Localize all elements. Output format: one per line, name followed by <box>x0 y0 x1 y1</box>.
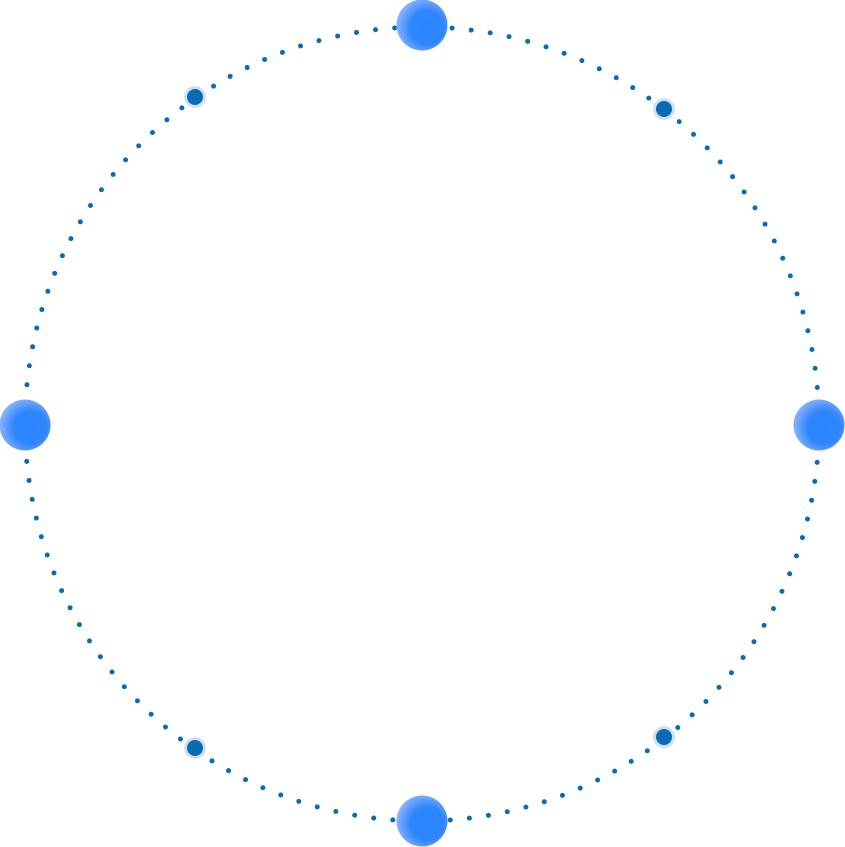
major-node-top <box>396 0 448 51</box>
major-node-bottom <box>396 795 448 847</box>
major-node-right <box>793 399 845 451</box>
minor-node-top-right <box>656 101 672 117</box>
major-node-left <box>0 399 51 451</box>
minor-nodes <box>184 86 675 759</box>
minor-node-bottom-left <box>187 740 203 756</box>
minor-node-top-left <box>187 89 203 105</box>
dotted-orbit-ring <box>22 24 822 824</box>
minor-node-bottom-right <box>656 729 672 745</box>
